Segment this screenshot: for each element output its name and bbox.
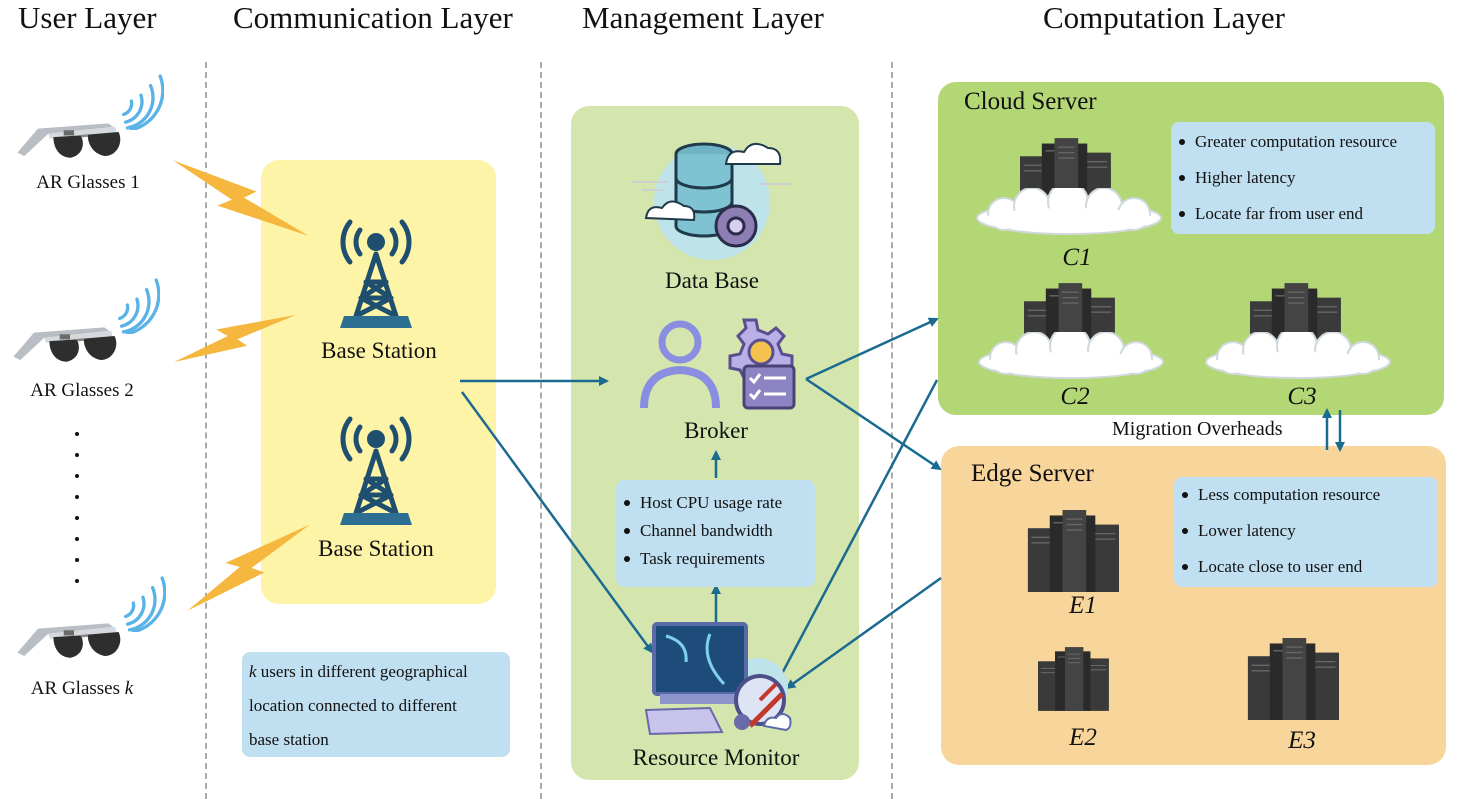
server-rack-icon	[1038, 638, 1116, 720]
user-label: AR Glasses k	[30, 678, 134, 699]
base-station-label: Base Station	[318, 536, 434, 561]
user-layer-title: User Layer	[18, 0, 157, 35]
user-location-note: k users in different geographical locati…	[242, 652, 510, 757]
user-label: AR Glasses 1	[36, 172, 140, 193]
cloud-icon	[976, 332, 1166, 382]
database-icon	[628, 124, 796, 264]
edge-feature-item: Less computation resource	[1174, 477, 1438, 513]
arrow-broker-edge	[805, 377, 942, 471]
resource-monitor-icon	[640, 622, 792, 740]
server-rack-icon	[1246, 638, 1350, 720]
ellipsis-dot	[75, 432, 79, 436]
base-station-label: Base Station	[321, 338, 437, 363]
arrow-broker-cloud	[805, 317, 939, 381]
cloud-features-box: Greater computation resource Higher late…	[1171, 122, 1435, 234]
metric-item: Host CPU usage rate	[616, 489, 815, 517]
base-station-tower-icon	[326, 218, 426, 332]
broker-icon	[640, 316, 796, 412]
server-label-c1: C1	[1062, 244, 1092, 271]
broker-label: Broker	[684, 418, 748, 443]
user-label: AR Glasses 2	[30, 380, 134, 401]
metric-item: Task requirements	[616, 545, 815, 573]
lightning-icon	[178, 528, 318, 602]
edge-server-title: Edge Server	[971, 460, 1094, 487]
ellipsis-dot	[75, 516, 79, 520]
ellipsis-dot	[75, 558, 79, 562]
server-rack-icon	[1026, 510, 1130, 592]
edge-feature-item: Lower latency	[1174, 513, 1438, 549]
wifi-signal-icon	[112, 276, 160, 334]
server-label-c3: C3	[1287, 383, 1317, 410]
arrow-basestation-monitor	[460, 391, 654, 654]
monitoring-metrics-box: Host CPU usage rate Channel bandwidth Ta…	[616, 480, 815, 587]
cloud-icon	[1203, 332, 1393, 382]
server-label-e1: E1	[1069, 592, 1097, 619]
ellipsis-dot	[75, 579, 79, 583]
ar-glasses-icon	[14, 608, 134, 668]
base-station-tower-icon	[326, 415, 426, 529]
cloud-icon	[974, 188, 1164, 238]
cloud-feature-item: Greater computation resource	[1171, 124, 1435, 160]
migration-overheads-label: Migration Overheads	[1112, 418, 1283, 440]
edge-features-box: Less computation resource Lower latency …	[1174, 477, 1438, 587]
cloud-server-title: Cloud Server	[964, 88, 1097, 115]
edge-feature-item: Locate close to user end	[1174, 549, 1438, 585]
resource-monitor-label: Resource Monitor	[632, 745, 800, 770]
server-label-e3: E3	[1288, 727, 1316, 754]
management-layer-title: Management Layer	[582, 0, 824, 35]
wifi-signal-icon	[116, 72, 164, 130]
lightning-icon	[168, 170, 313, 232]
communication-layer-title: Communication Layer	[233, 0, 513, 35]
ellipsis-dot	[75, 453, 79, 457]
computation-layer-title: Computation Layer	[1043, 0, 1285, 35]
ellipsis-dot	[75, 495, 79, 499]
lightning-icon	[160, 310, 310, 362]
cloud-feature-item: Higher latency	[1171, 160, 1435, 196]
cloud-feature-item: Locate far from user end	[1171, 196, 1435, 232]
arrow-edge-monitor	[785, 576, 942, 690]
database-label: Data Base	[665, 268, 759, 293]
arrow-cloud-monitor	[775, 379, 939, 685]
ellipsis-dot	[75, 537, 79, 541]
layer-divider	[540, 62, 542, 799]
wifi-signal-icon	[118, 574, 166, 632]
layer-divider	[891, 62, 893, 799]
server-label-c2: C2	[1060, 383, 1090, 410]
ellipsis-dot	[75, 474, 79, 478]
layer-divider	[205, 62, 207, 799]
metric-item: Channel bandwidth	[616, 517, 815, 545]
server-label-e2: E2	[1069, 724, 1097, 751]
